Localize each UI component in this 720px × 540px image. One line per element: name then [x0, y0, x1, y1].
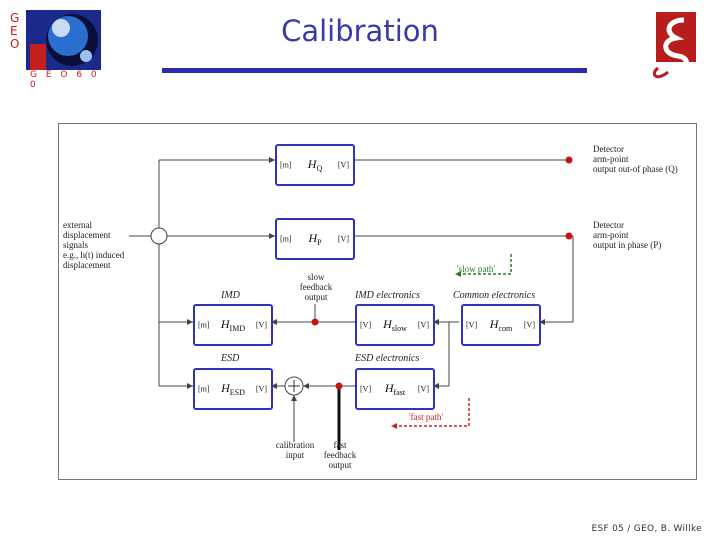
- block-hslow: [V] Hslow [V]: [355, 304, 435, 346]
- institution-logo: [646, 10, 698, 90]
- detector-q-label: Detector arm-point output out-of phase (…: [593, 144, 678, 174]
- geo600-logo: G E O G E O 6 0 0: [6, 4, 106, 90]
- slow-path-arrow: [459, 254, 512, 275]
- title-underline: [162, 68, 587, 73]
- label-imd-electronics: IMD electronics: [355, 290, 420, 301]
- fast-path-arrow: [395, 398, 470, 427]
- block-hesd: [m] HESD [V]: [193, 368, 273, 410]
- block-hq: [m] HQ [V]: [275, 144, 355, 186]
- probe-q: [565, 156, 573, 164]
- fast-feedback-label: fast feedback output: [323, 440, 357, 470]
- probe-p: [565, 232, 573, 240]
- geo-logo-text: G E O 6 0 0: [30, 70, 100, 90]
- calibration-diagram: [m] HQ [V] [m] HP [V] [m] HIMD [V] [V] H…: [58, 123, 697, 480]
- slow-path-label: 'slow path': [457, 264, 495, 274]
- block-hfast: [V] Hfast [V]: [355, 368, 435, 410]
- external-signals-label: external displacement signals e.g., h(t)…: [63, 220, 125, 270]
- calibration-input-label: calibration input: [275, 440, 315, 460]
- label-esd-electronics: ESD electronics: [355, 353, 420, 364]
- block-hp: [m] HP [V]: [275, 218, 355, 260]
- label-esd: ESD: [221, 353, 240, 364]
- footer-credit: ESF 05 / GEO, B. Willke: [591, 524, 702, 534]
- detector-p-label: Detector arm-point output in phase (P): [593, 220, 662, 250]
- block-hcom: [V] Hcom [V]: [461, 304, 541, 346]
- external-summing-junction: [150, 227, 168, 245]
- label-common-electronics: Common electronics: [453, 290, 536, 301]
- probe-slow: [311, 318, 319, 326]
- geo-logo-letters: G E O: [10, 11, 20, 51]
- probe-fast: [335, 382, 343, 390]
- block-himd: [m] HIMD [V]: [193, 304, 273, 346]
- slide-title: Calibration: [281, 14, 439, 48]
- label-imd: IMD: [221, 290, 240, 301]
- fast-path-label: 'fast path': [409, 412, 443, 422]
- signal-wires: [129, 156, 574, 450]
- slow-feedback-label: slow feedback output: [299, 272, 333, 302]
